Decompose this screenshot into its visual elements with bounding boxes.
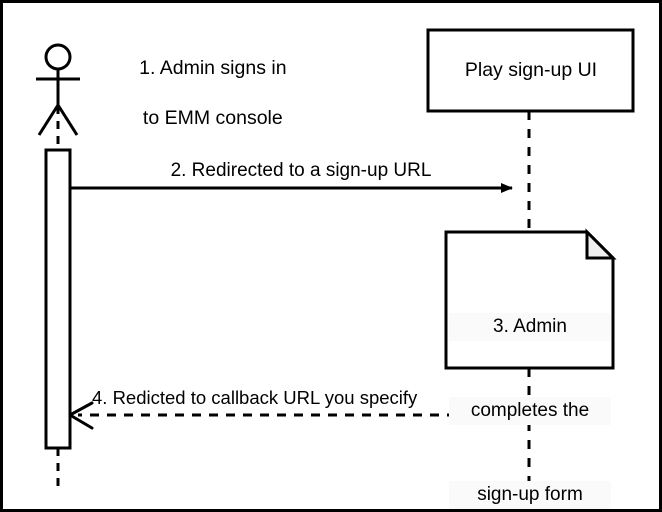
actor-activation-bar	[44, 148, 72, 450]
annotation-step1-line2: to EMM console	[142, 107, 283, 129]
note-folded-corner-icon	[585, 228, 617, 260]
note-text-step3-line2: completes the	[449, 397, 611, 425]
note-text-step3: 3. Admin completes the sign-up form	[449, 257, 611, 512]
note-text-step3-line3: sign-up form	[449, 481, 611, 509]
participant-box-play-signup-ui	[426, 28, 635, 113]
stick-figure-actor-icon	[36, 43, 80, 136]
annotation-step1: 1. Admin signs in to EMM console	[104, 31, 300, 156]
participant-label-play-signup-ui: Play sign-up UI	[464, 59, 598, 81]
note-text-step3-line1: 3. Admin	[449, 313, 611, 341]
message-label-redirected-to-signup-url: 2. Redirected to a sign-up URL	[170, 160, 432, 181]
message-label-redirect-to-callback-url: 4. Redicted to callback URL you specify	[92, 387, 418, 408]
annotation-step1-line1: 1. Admin signs in	[139, 57, 287, 79]
